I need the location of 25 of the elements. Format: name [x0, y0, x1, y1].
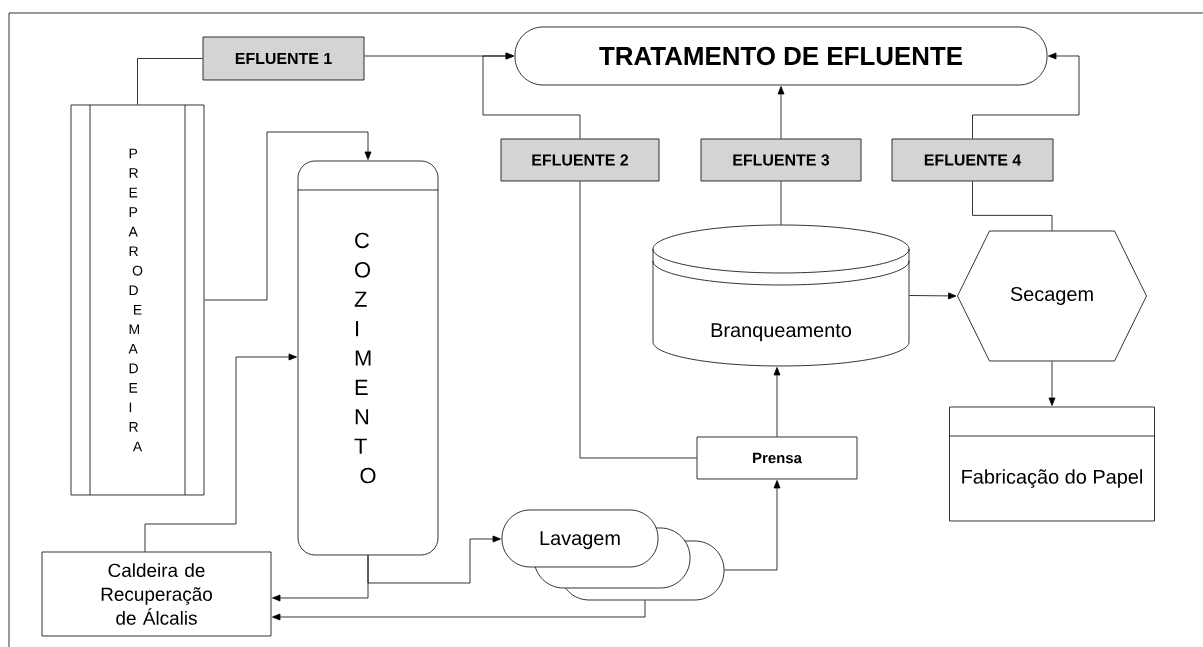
- connector-arrow: [367, 535, 501, 584]
- connector-arrow: [144, 353, 297, 552]
- connector-arrow: [773, 367, 781, 437]
- connector-arrow: [204, 131, 372, 301]
- connector-arrow: [482, 52, 581, 139]
- connector-arrow: [909, 292, 957, 300]
- label-box: EFLUENTE 3: [700, 138, 862, 182]
- process-box: Prensa: [696, 436, 858, 480]
- connector-arrow: [724, 480, 781, 571]
- rounded-column-box: COZIMENTO: [297, 160, 439, 556]
- hexagon: Secagem: [957, 230, 1147, 362]
- stacked-rounded-shapes: Lavagem: [501, 509, 725, 601]
- connector-arrow: [272, 600, 646, 621]
- connector-arrow: [1048, 361, 1056, 406]
- node-label: Branqueamento: [711, 323, 852, 342]
- label-box: EFLUENTE 4: [891, 138, 1054, 182]
- cylinder-tank: Branqueamento: [652, 224, 910, 367]
- predefined-process-box: PREPARO DE MADEIRA: [70, 104, 205, 496]
- label-box: EFLUENTE 2: [500, 138, 660, 182]
- label-box: EFLUENTE 1: [202, 36, 365, 81]
- rounded-title-box: TRATAMENTO DE EFLUENTE: [514, 26, 1048, 86]
- connector-arrow: [777, 86, 785, 139]
- process-box: Caldeira de Recuperação de Álcalis: [41, 551, 272, 637]
- connector-arrow: [972, 52, 1080, 139]
- banded-box: Fabricação do Papel: [949, 406, 1155, 522]
